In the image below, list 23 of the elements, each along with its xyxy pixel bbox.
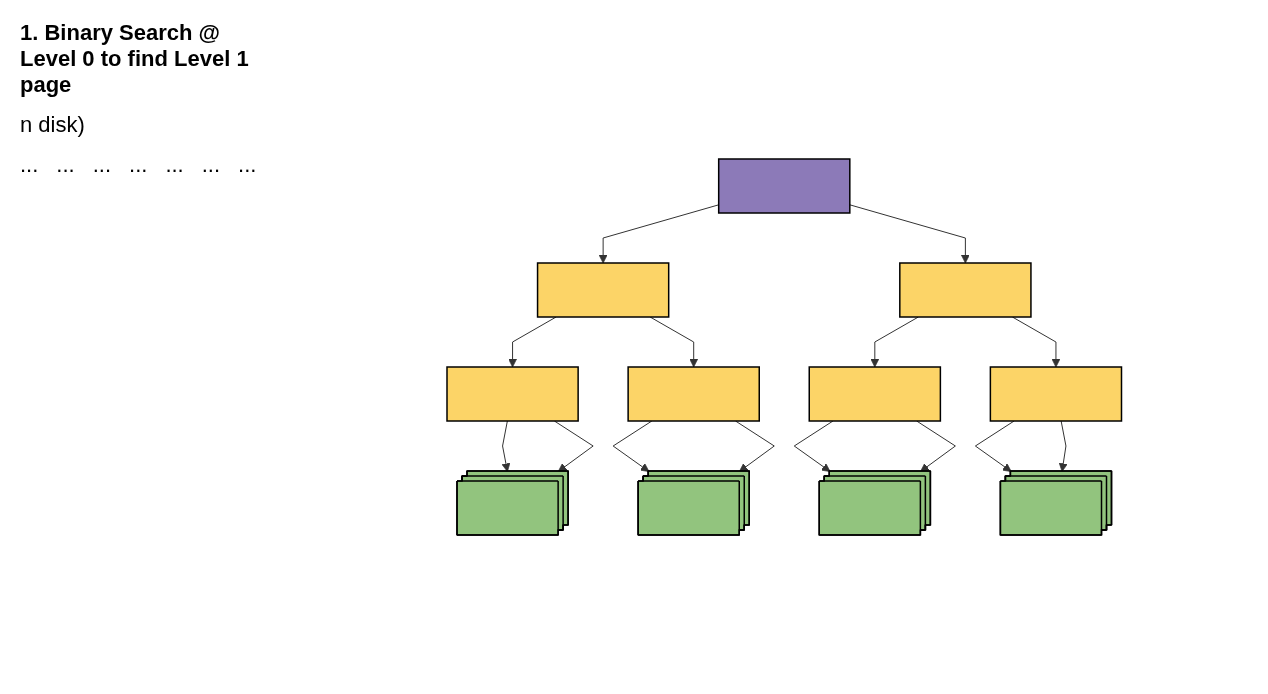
node-box — [989, 366, 1122, 422]
arrow — [849, 204, 970, 264]
node-box — [627, 366, 760, 422]
ellipsis-text: ... — [129, 152, 148, 178]
ellipsis-text: ... — [20, 152, 39, 178]
node-box — [898, 262, 1032, 318]
arrow — [793, 420, 834, 472]
arrow — [598, 204, 719, 264]
ellipsis-text: ... — [92, 152, 112, 178]
node-box — [536, 262, 670, 318]
ellipsis-text: ... — [238, 152, 257, 178]
ellipsis-text: ... — [165, 152, 184, 178]
note-text: n disk) — [20, 112, 86, 138]
arrow — [1058, 420, 1068, 472]
arrow — [501, 420, 510, 472]
node-box — [808, 366, 941, 422]
node-box — [446, 366, 579, 422]
arrow — [974, 420, 1015, 472]
node-box — [717, 158, 851, 214]
ellipsis-text: ... — [56, 152, 75, 178]
ellipsis-text: ... — [201, 152, 221, 178]
arrow — [870, 316, 919, 368]
step-note: 1. Binary Search @ Level 0 to find Level 1 page — [20, 20, 250, 98]
